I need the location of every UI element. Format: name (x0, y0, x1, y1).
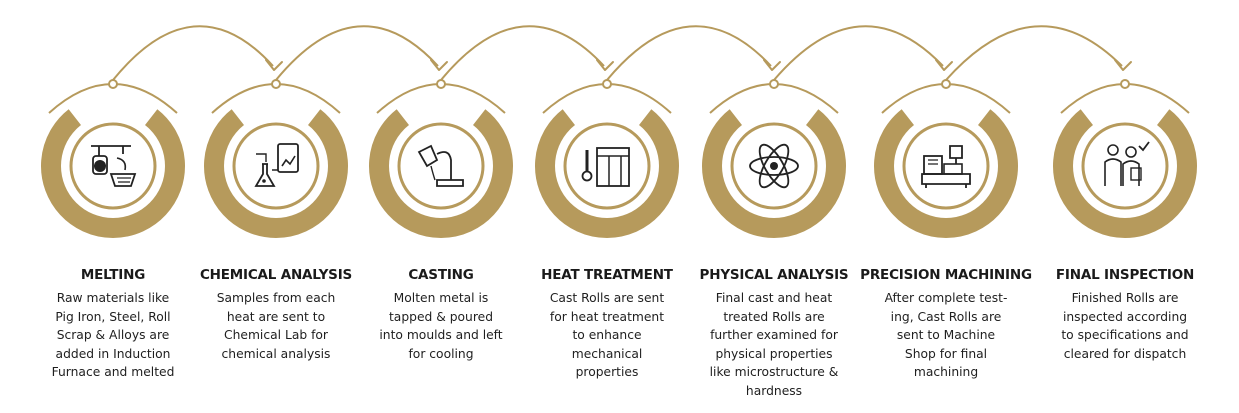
step-title: MELTING (80, 267, 146, 283)
arc-node-dot (108, 79, 118, 89)
step-description: Molten metal is tapped & poured into mou… (379, 291, 503, 361)
connector-arc (773, 25, 944, 81)
inner-circle (397, 122, 485, 210)
arrow-head (430, 59, 448, 71)
step-block: FINAL INSPECTION Finished Rolls are inspe… (1037, 266, 1213, 363)
arrow-head (596, 59, 614, 71)
step-block: PHYSICAL ANALYSIS Final cast and heat tre… (686, 266, 862, 401)
step-description: Samples from each heat are sent to Chemi… (216, 291, 336, 361)
step-title: PRECISION MACHINING (860, 267, 1032, 283)
connector-arc (440, 25, 605, 81)
lab-flask-icon (254, 143, 299, 187)
ladle-pouring-icon (417, 144, 464, 187)
arc-node-dot (271, 79, 281, 89)
cnc-machine-icon (921, 145, 971, 188)
step-description: Final cast and heat treated Rolls are fu… (709, 291, 839, 398)
inner-circle (69, 122, 157, 210)
step-title: CHEMICAL ANALYSIS (199, 267, 353, 283)
step-rings (41, 109, 1197, 238)
connector-arcs (48, 25, 1190, 114)
inner-circle (902, 122, 990, 210)
atom-icon (749, 143, 799, 189)
step-title: FINAL INSPECTION (1055, 267, 1195, 283)
step-description: Cast Rolls are sent for heat treatment t… (549, 291, 665, 380)
step-title: PHYSICAL ANALYSIS (699, 267, 849, 283)
arc-node-dot (769, 79, 779, 89)
arc-node-dot (941, 79, 951, 89)
connector-arc (606, 25, 772, 81)
connector-arc (112, 25, 274, 81)
step-block: PRECISION MACHINING After complete test- … (858, 266, 1034, 382)
inner-circle (232, 122, 320, 210)
step-description: Finished Rolls are inspected according t… (1061, 291, 1189, 361)
furnace-pouring-icon (91, 145, 137, 187)
inspectors-icon (1104, 141, 1150, 186)
step-title: CASTING (408, 267, 474, 283)
step-icons (91, 141, 1150, 189)
step-block: CASTING Molten metal is tapped & poured i… (353, 266, 529, 363)
arrow-head (1114, 59, 1132, 71)
step-block: HEAT TREATMENT Cast Rolls are sent for he… (519, 266, 695, 382)
step-block: MELTING Raw materials like Pig Iron, Stee… (25, 266, 201, 382)
furnace-thermometer-icon (581, 147, 630, 187)
inner-circle (1081, 122, 1169, 210)
step-description: After complete test- ing, Cast Rolls are… (884, 291, 1008, 380)
inner-circle (563, 122, 651, 210)
arrow-head (265, 59, 283, 71)
arrow-head (763, 59, 781, 71)
connector-arc (275, 25, 439, 81)
step-description: Raw materials like Pig Iron, Steel, Roll… (51, 291, 175, 380)
arc-node-dot (436, 79, 446, 89)
arc-node-dot (1120, 79, 1130, 89)
step-title: HEAT TREATMENT (541, 267, 673, 283)
arrow-head (935, 59, 953, 71)
connector-arc (945, 25, 1123, 81)
step-block: CHEMICAL ANALYSIS Samples from each heat … (188, 266, 364, 363)
arc-node-dot (602, 79, 612, 89)
